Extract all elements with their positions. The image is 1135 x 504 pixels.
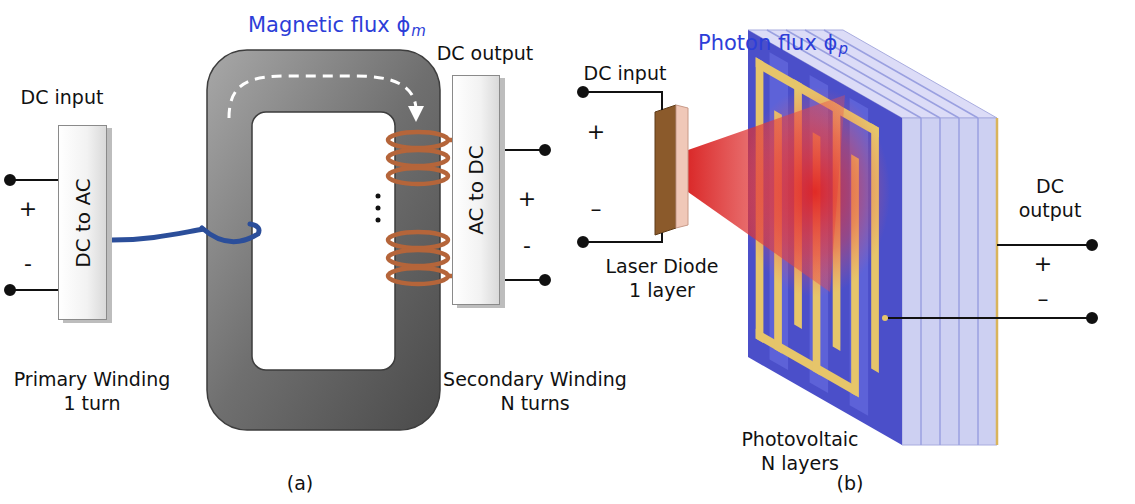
polarity-sign: + (16, 195, 40, 223)
terminal-label: DC output (425, 42, 545, 66)
winding-label: Primary Winding 1 turn (8, 368, 176, 416)
primary-turn (202, 224, 259, 242)
pv-terminals (882, 240, 1097, 323)
polarity-sign: – (584, 195, 608, 223)
panel-label: (b) (825, 472, 875, 496)
terminal-label: DC output (1010, 175, 1090, 223)
polarity-sign: - (515, 232, 539, 260)
flux-label: Magnetic flux ϕ (248, 12, 410, 38)
converter-text: DC to AC (71, 178, 95, 267)
laser-diode (655, 105, 676, 235)
winding-label: Secondary Winding N turns (443, 368, 628, 416)
stack-edge (996, 118, 999, 445)
terminal-label: DC input (2, 86, 122, 110)
component-label: Laser Diode 1 layer (601, 255, 723, 303)
polarity-sign: – (1031, 285, 1055, 313)
ellipsis-dots (376, 194, 381, 223)
diode-terminals (578, 87, 662, 247)
flux-subscript: p (838, 40, 848, 59)
converter-box: AC to DC (452, 75, 500, 305)
input-terminals (5, 175, 58, 295)
converter-box: DC to AC (58, 125, 107, 320)
polarity-sign: + (1031, 250, 1055, 278)
polarity-sign: - (16, 250, 40, 278)
converter-text: AC to DC (464, 145, 488, 234)
laser-facet (676, 105, 688, 228)
terminal-label: DC input (570, 62, 680, 86)
flux-arrow (229, 76, 416, 118)
secondary-coils (388, 132, 453, 284)
flux-subscript: m (411, 22, 426, 41)
output-terminals (505, 145, 550, 285)
panel-label: (a) (275, 472, 325, 496)
laser-glow (740, 87, 890, 297)
primary-wire (112, 229, 204, 240)
polarity-sign: + (515, 185, 539, 213)
flux-arrowhead (408, 106, 424, 122)
stack-side (902, 118, 997, 445)
flux-label: Photon flux ϕ (698, 30, 837, 56)
polarity-sign: + (584, 118, 608, 146)
component-label: Photovoltaic N layers (735, 428, 865, 476)
